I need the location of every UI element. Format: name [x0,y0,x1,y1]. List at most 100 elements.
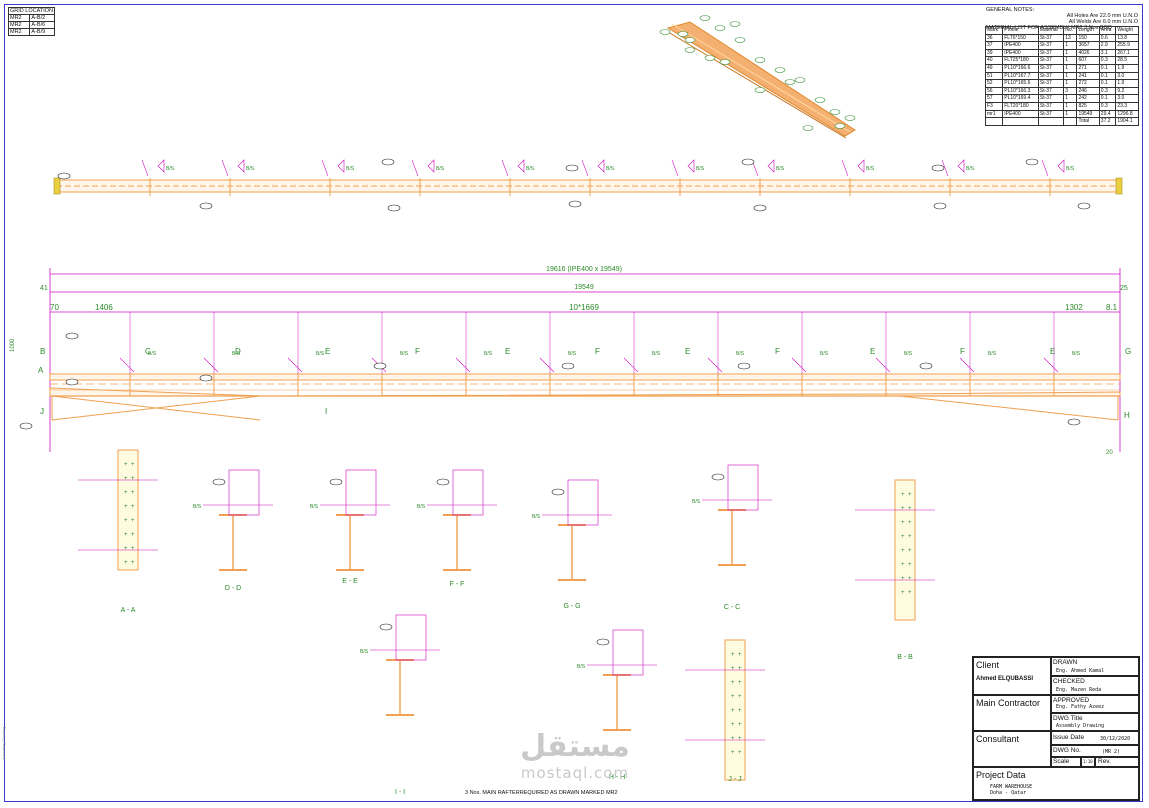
iso-mark-bubble [834,123,846,129]
mark-bubble [753,204,767,212]
weld-leader [1043,357,1059,373]
weld-label: B/S [696,166,705,172]
dwg-title-cell: DWG Title Assembly Drawing [1051,713,1139,731]
section-jj: ++++++++++++++++J - J [685,639,765,783]
section-dd: B/SD - D [193,469,273,592]
mark-bubble [379,623,393,631]
weld-leader [875,357,891,373]
bolt-mark: + [908,548,912,554]
project-line2: Doha - Qatar [990,790,1027,796]
weld-label: B/S [532,514,541,520]
weld-leader [203,357,219,373]
approved-cell: APPROVED Eng. Fathy Azeez [1051,695,1139,713]
bolt-mark: + [901,590,905,596]
bolt-mark: + [731,666,735,672]
mark-bubble [436,478,450,486]
bolt-mark: + [738,680,742,686]
weld-label: B/S [577,664,586,670]
iso-mark-bubble [844,115,856,121]
weld-label: B/S [166,166,175,172]
weld-symbol [597,159,605,173]
iso-mark-bubble [774,67,786,73]
section-label: D - D [225,585,241,592]
notes-label: GENERAL NOTES: [986,7,1035,13]
weld-leader [1041,159,1049,177]
section-ii: B/SI - I [360,614,440,796]
dim-first: 70 [50,303,59,312]
weld-label: B/S [246,166,255,172]
title-block: Client Ahmed ELQUBASSI Main Contractor C… [972,656,1140,801]
project-label: Project Data [976,770,1026,780]
section-bb: ++++++++++++++++B - B [855,479,935,661]
contractor-cell: Main Contractor [973,695,1051,731]
section-letter: F [775,347,780,356]
weld-symbol [237,159,245,173]
weld-label: B/S [568,351,577,357]
weld-symbol [517,159,525,173]
bolt-mark: + [908,492,912,498]
iso-mark-bubble [729,21,741,27]
mark-bubble [919,362,933,370]
notes-welds: All Welds Are 6.0 mm U.N.O [1068,19,1138,25]
weld-leader [321,159,329,177]
weld-leader [287,357,303,373]
client-cell: Client Ahmed ELQUBASSI [973,657,1051,695]
bolt-mark: + [131,518,135,524]
iso-mark-bubble [784,79,796,85]
section-label: B - B [897,654,913,661]
approved-label: APPROVED [1053,697,1090,704]
section-letter: E [505,347,510,356]
iso-mark-bubble [714,25,726,31]
bolt-mark: + [901,534,905,540]
iso-mark-bubble [754,57,766,63]
section-letter: F [960,347,965,356]
scale-value-cell: 1:10 [1081,757,1095,767]
bolt-mark: + [738,708,742,714]
dim-height: 1000 [10,338,16,352]
weld-leader [791,357,807,373]
bolt-mark: + [901,506,905,512]
bolt-mark: + [131,532,135,538]
iso-mark-bubble [802,125,814,131]
section-label: F - F [450,581,465,588]
section-letter: F [595,347,600,356]
weld-leader [119,357,135,373]
iso-mark-bubble [794,77,806,83]
section-ff: B/SF - F [417,469,497,588]
weld-label: B/S [988,351,997,357]
iso-mark-bubble [677,31,689,37]
dwg-no-value: (MR 2) [1102,749,1121,755]
mark-bubble [931,164,945,172]
material-cell: Total [1076,117,1100,126]
weld-symbol [157,159,165,173]
weld-label: B/S [310,504,319,510]
client-label: Client [976,660,1000,670]
iso-mark-bubble [719,59,731,65]
weld-label: B/S [148,351,157,357]
footnote: 3 Nos. MAIN RAFTERREQUIRED AS DRAWN MARK… [465,790,618,796]
grid-cell: MR2 [7,28,31,36]
section-letter: B [40,347,45,356]
checked-label: CHECKED [1053,678,1085,685]
weld-symbol [767,159,775,173]
bolt-mark: + [731,736,735,742]
bolt-mark: + [908,506,912,512]
mark-bubble [329,478,343,486]
section-letter: D [235,347,241,356]
bolt-mark: + [731,722,735,728]
bolt-mark: + [908,534,912,540]
dim-bottom-right: 20 [1106,450,1113,456]
iso-mark-bubble [754,87,766,93]
weld-label: B/S [346,166,355,172]
bolt-mark: + [738,750,742,756]
iso-mark-bubble [659,29,671,35]
section-label: J - J [728,776,741,783]
project-cell: Project Data FARM WAREHOUSE Doha - Qatar [973,767,1139,800]
weld-leader [141,159,149,177]
bolt-mark: + [124,546,128,552]
weld-label: B/S [526,166,535,172]
mark-bubble [199,202,213,210]
notes-holes: All Holes Are 22.0 mm U.N.O [1066,13,1138,19]
drawn-value: Eng. Ahmed Kamal [1056,668,1105,674]
